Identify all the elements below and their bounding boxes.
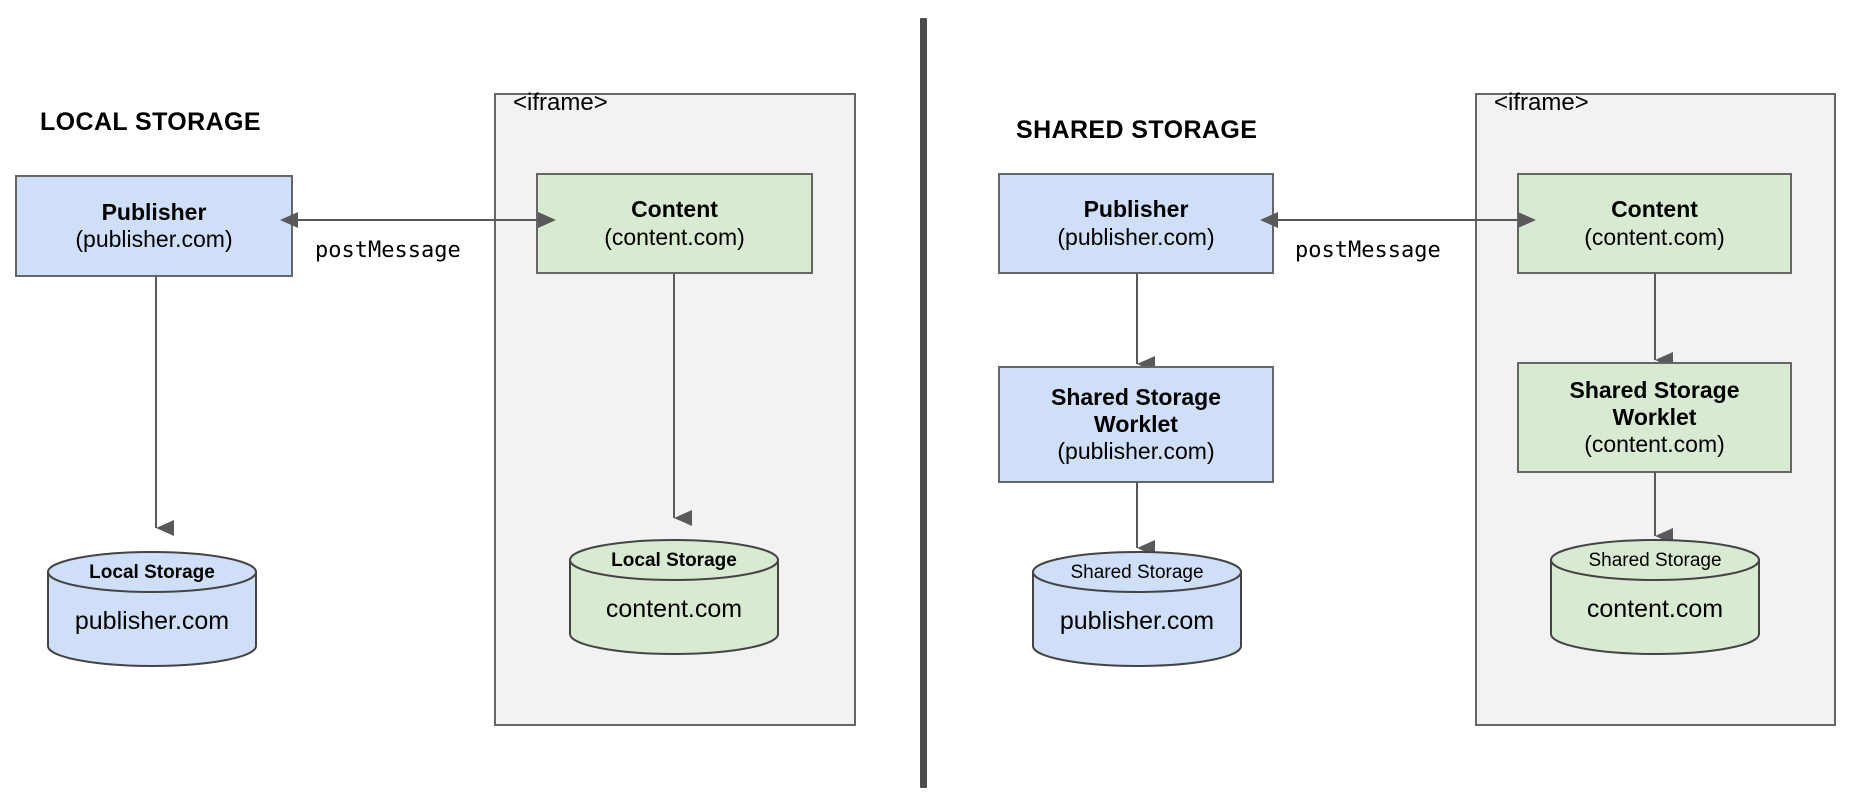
node-shared-storage-worklet-content[interactable]: Shared Storage Worklet (content.com) [1517,362,1792,473]
cylinder-local-storage-content-top: Local Storage [611,550,737,571]
node-publisher-right-title: Publisher [1083,196,1189,223]
cylinder-local-storage-content-body: content.com [605,595,743,623]
connector-publisher-to-worklet-right [1136,274,1155,372]
node-shared-storage-worklet-content-subtitle: (content.com) [1584,431,1725,458]
node-publisher-left-title: Publisher [101,198,207,225]
section-title-local-storage-text: LOCAL STORAGE [40,108,261,136]
iframe-label-left: <iframe> [513,89,608,116]
node-publisher-right-subtitle: (publisher.com) [1057,223,1215,250]
node-publisher-right[interactable]: Publisher (publisher.com) [998,173,1274,274]
edge-label-postmessage-right: postMessage [1295,238,1441,263]
node-content-right[interactable]: Content (content.com) [1517,173,1792,274]
connector-publisher-to-store-left [155,276,174,536]
section-divider [920,18,927,788]
cylinder-shared-storage-content-body: content.com [1586,595,1724,623]
node-content-left[interactable]: Content (content.com) [536,173,813,274]
cylinder-shared-storage-publisher[interactable]: Shared Storage publisher.com [1031,550,1243,668]
node-shared-storage-worklet-publisher-subtitle: (publisher.com) [1057,438,1215,465]
cylinder-local-storage-publisher[interactable]: Local Storage publisher.com [46,550,258,668]
section-title-shared-storage-text: SHARED STORAGE [1016,116,1258,144]
node-publisher-left[interactable]: Publisher (publisher.com) [15,175,293,277]
cylinder-local-storage-content[interactable]: Local Storage content.com [568,538,780,656]
node-shared-storage-worklet-content-title: Shared Storage Worklet [1569,376,1740,430]
section-title-shared-storage: SHARED STORAGE [1016,116,1257,145]
cylinder-local-storage-publisher-body: publisher.com [74,607,230,635]
cylinder-local-storage-publisher-top: Local Storage [89,562,215,583]
connector-worklet-to-store-publisher [1136,482,1155,556]
node-content-right-subtitle: (content.com) [1584,223,1725,250]
cylinder-shared-storage-content[interactable]: Shared Storage content.com [1549,538,1761,656]
node-content-right-title: Content [1611,196,1698,223]
node-content-left-subtitle: (content.com) [604,223,745,250]
cylinder-shared-storage-publisher-top: Shared Storage [1070,562,1204,583]
cylinder-shared-storage-publisher-body: publisher.com [1059,607,1215,635]
node-content-left-title: Content [631,196,718,223]
node-publisher-left-subtitle: (publisher.com) [75,226,233,252]
cylinder-shared-storage-content-top: Shared Storage [1588,550,1722,571]
section-title-local-storage: LOCAL STORAGE [40,108,261,137]
node-shared-storage-worklet-publisher-title: Shared Storage Worklet [1051,383,1221,437]
edge-label-postmessage-left: postMessage [315,238,461,263]
iframe-label-right: <iframe> [1494,89,1589,116]
node-shared-storage-worklet-publisher[interactable]: Shared Storage Worklet (publisher.com) [998,366,1274,483]
